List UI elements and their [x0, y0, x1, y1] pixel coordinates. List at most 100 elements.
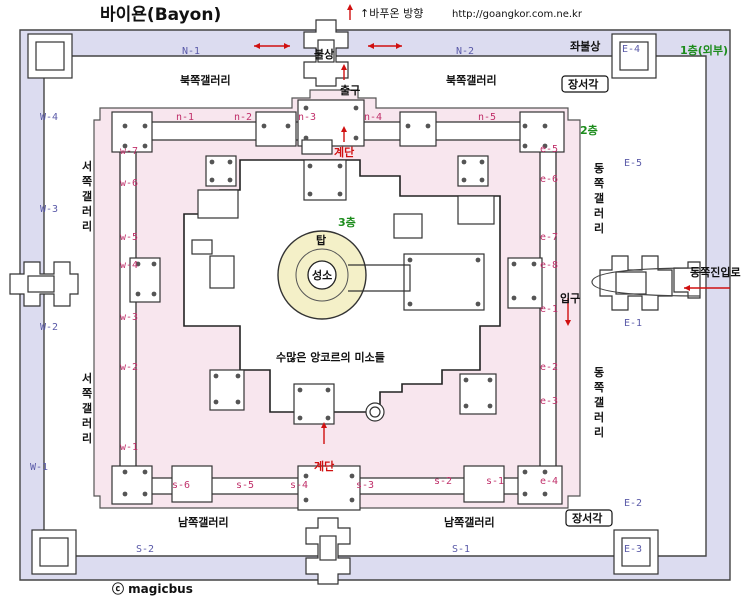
direction-note: ↑바푸온 방향 — [360, 7, 423, 20]
column-dot — [463, 377, 469, 383]
north-gallery-left: 북쪽갤러리 — [180, 73, 231, 87]
direction-arrows — [254, 4, 730, 444]
corner-tower-ne — [611, 33, 657, 79]
library-bottom-box — [565, 509, 613, 527]
column-dot — [475, 257, 481, 263]
code-S-1: S-1 — [452, 544, 470, 555]
column-dot — [531, 295, 537, 301]
column-dot — [487, 377, 493, 383]
column-dot — [142, 143, 148, 149]
code-s-3: s-3 — [356, 480, 374, 491]
code-s-5: s-5 — [236, 480, 254, 491]
code-n-1: n-1 — [176, 112, 194, 123]
column-dot — [235, 399, 241, 405]
corner-tower-sw — [31, 529, 77, 575]
east-bottom-char-1: 동 — [594, 366, 604, 379]
code-n-2: n-2 — [234, 112, 252, 123]
column-dot — [522, 469, 528, 475]
column-dot — [135, 291, 141, 297]
west-bottom-char-3: 갤 — [82, 402, 92, 415]
code-n-4: n-4 — [364, 112, 382, 123]
column-dot — [349, 473, 355, 479]
column-dot — [213, 373, 219, 379]
column-dot — [349, 497, 355, 503]
code-w-5: w-5 — [120, 232, 138, 243]
west-top-char-4: 러 — [82, 204, 92, 218]
code-e-5: e-5 — [540, 144, 558, 155]
tower-label: 탑 — [316, 234, 326, 247]
column-dot — [122, 491, 128, 497]
west-gallery-top-label: 서 쪽 갤 러 리 — [82, 159, 92, 233]
source-url: http://goangkor.com.ne.kr — [452, 9, 583, 20]
code-N-2: N-2 — [456, 46, 474, 57]
code-E-5: E-5 — [624, 158, 642, 169]
column-dot — [303, 497, 309, 503]
gate-tower-west — [9, 261, 79, 307]
west-bottom-char-1: 서 — [82, 371, 92, 385]
code-e-6: e-6 — [540, 174, 558, 185]
column-dot — [227, 177, 233, 183]
east-top-char-3: 갤 — [594, 192, 604, 205]
column-dot — [135, 261, 141, 267]
column-dot — [122, 143, 128, 149]
column-dot — [209, 177, 215, 183]
column-dot — [522, 123, 528, 129]
column-dot — [337, 163, 343, 169]
south-gallery-right: 남쪽갤러리 — [444, 515, 495, 529]
stairs-top-label: 계단 — [334, 145, 354, 159]
column-dot — [303, 135, 309, 141]
code-N-1: N-1 — [182, 46, 200, 57]
code-e-4: e-4 — [540, 476, 558, 487]
outer-gallery-wall — [19, 29, 731, 581]
column-dot — [487, 403, 493, 409]
east-entrance-label: 동쪽진입로 — [690, 265, 741, 279]
column-dot — [303, 473, 309, 479]
code-E-2: E-2 — [624, 498, 642, 509]
column-dot — [522, 143, 528, 149]
column-dot — [235, 373, 241, 379]
east-top-char-4: 러 — [594, 206, 604, 220]
code-s-4: s-4 — [290, 480, 308, 491]
code-w-2: w-2 — [120, 362, 138, 373]
column-dot — [522, 491, 528, 497]
column-dot — [531, 261, 537, 267]
code-e-8: e-8 — [540, 260, 558, 271]
west-top-char-1: 서 — [82, 159, 92, 173]
east-bottom-char-3: 갤 — [594, 396, 604, 409]
column-dot — [337, 191, 343, 197]
column-dot — [261, 123, 267, 129]
code-E-1: E-1 — [624, 318, 642, 329]
library-top-box — [561, 75, 609, 93]
gate-tower-south — [305, 517, 351, 585]
column-dot — [407, 257, 413, 263]
south-gallery-left: 남쪽갤러리 — [178, 515, 229, 529]
west-gallery-bottom-label: 서 쪽 갤 러 리 — [82, 371, 92, 445]
column-dot — [213, 399, 219, 405]
column-dot — [122, 469, 128, 475]
level3-label: 3층 — [338, 215, 356, 229]
column-dot — [151, 291, 157, 297]
column-dot — [479, 159, 485, 165]
code-s-2: s-2 — [434, 476, 452, 487]
copyright: ⓒ magicbus — [112, 581, 193, 596]
code-n-3: n-3 — [298, 112, 316, 123]
column-dot — [461, 177, 467, 183]
column-dot — [463, 403, 469, 409]
entrance-label: 입구 — [560, 292, 580, 305]
column-dot — [151, 261, 157, 267]
column-dots — [122, 105, 548, 503]
column-dot — [122, 123, 128, 129]
column-dot — [542, 491, 548, 497]
code-w-7: w-7 — [120, 146, 138, 157]
exit-label: 출구 — [340, 83, 360, 97]
column-dot — [227, 159, 233, 165]
corner-tower-se — [613, 529, 659, 575]
buddha-statue-label: 불상 — [314, 47, 334, 61]
west-bottom-char-5: 리 — [82, 431, 92, 445]
east-top-char-2: 쪽 — [594, 177, 604, 190]
code-e-3: e-3 — [540, 396, 558, 407]
code-W-2: W-2 — [40, 322, 58, 333]
east-bottom-char-2: 쪽 — [594, 381, 604, 394]
code-S-2: S-2 — [136, 544, 154, 555]
column-dot — [511, 261, 517, 267]
